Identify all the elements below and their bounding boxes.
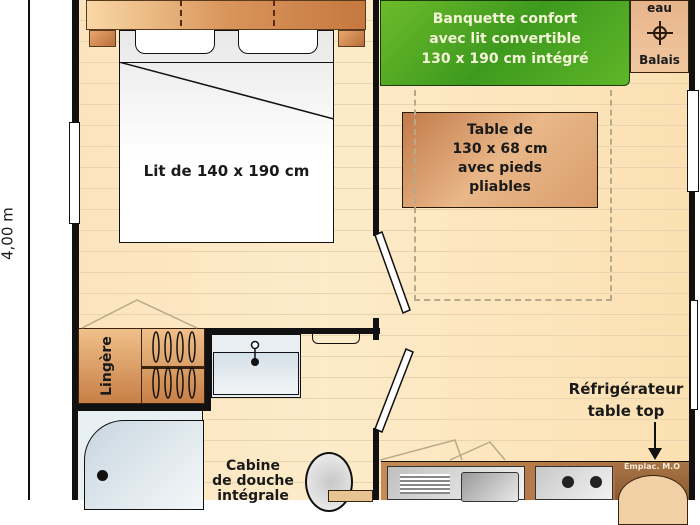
fridge-line-1: Réfrigérateur [568,380,684,398]
towel-rail [312,334,360,344]
left-window [69,122,80,224]
table-label: Table de 130 x 68 cm avec pieds pliables [402,121,598,197]
left-wall [72,0,79,500]
burner-1 [562,476,574,488]
bathroom-door[interactable] [370,345,420,435]
bed-label: Lit de 140 x 190 cm [143,162,310,180]
shower-line-2: de douche [212,473,294,489]
banquette-line-1: Banquette confort [432,11,578,27]
right-wall [689,0,695,500]
linen-door-swing [81,299,198,329]
chair-outlines [380,439,506,461]
fridge [618,475,688,525]
interior-wall-vertical [373,0,379,236]
nightstand-right [338,30,365,47]
cupboard-bottom-label: Balais [639,53,680,67]
headboard [86,0,366,30]
arrow-down-icon [648,422,662,460]
fridge-label: Réfrigérateur table top [555,378,697,422]
banquette-line-3: 130 x 190 cm intégré [421,51,589,67]
table-line-2: 130 x 68 cm [452,141,548,157]
convertible-bed-outline [414,90,612,301]
table-line-3: avec pieds [458,160,542,176]
toilet [305,452,353,512]
bed-sheet-line [119,62,334,63]
water-heater-icon [647,21,673,45]
bathroom-wall-end [373,318,379,340]
dining-table [402,112,598,208]
shower-line-1: Cabine [225,458,280,474]
linen-wall-right [205,328,211,411]
shower-tray [84,420,204,510]
cupboard-top-label: eau [647,1,672,15]
linen-wall-bottom [78,404,211,411]
dash-line [180,0,182,26]
bedroom-door[interactable] [370,230,420,320]
fridge-line-2: table top [587,402,665,420]
microwave-label: Emplac. M.O [623,462,681,471]
shower-line-3: intégrale [217,488,289,504]
pillow-left [135,30,215,54]
shelf-line [141,366,205,369]
dimension-line [28,0,30,500]
banquette-label: Banquette confort avec lit convertible 1… [380,9,630,69]
table-line-4: pliables [469,179,531,195]
right-window [687,90,699,192]
hangers-icon [152,331,196,399]
sink-bowl [461,472,519,502]
bathroom-wall-lower [373,428,379,500]
right-window-lower [690,300,698,410]
bed-fold-line [119,62,334,120]
nightstand-left [89,30,116,47]
banquette [380,0,630,86]
table-line-1: Table de [467,122,533,138]
shower-label: Cabine de douche intégrale [203,459,303,504]
burner-2 [590,476,602,488]
bed [119,30,334,243]
banquette-line-2: avec lit convertible [429,31,581,47]
linen-label: Lingère [98,336,115,396]
tap-icon [250,340,260,366]
pillow-right [238,30,318,54]
bathroom-wall-top [205,328,380,334]
dash-line [273,0,275,26]
height-dimension-label: 4,00 m [0,207,17,261]
toilet-cistern [328,490,373,502]
drainer-lines [400,474,450,494]
shower-drain [97,470,108,481]
